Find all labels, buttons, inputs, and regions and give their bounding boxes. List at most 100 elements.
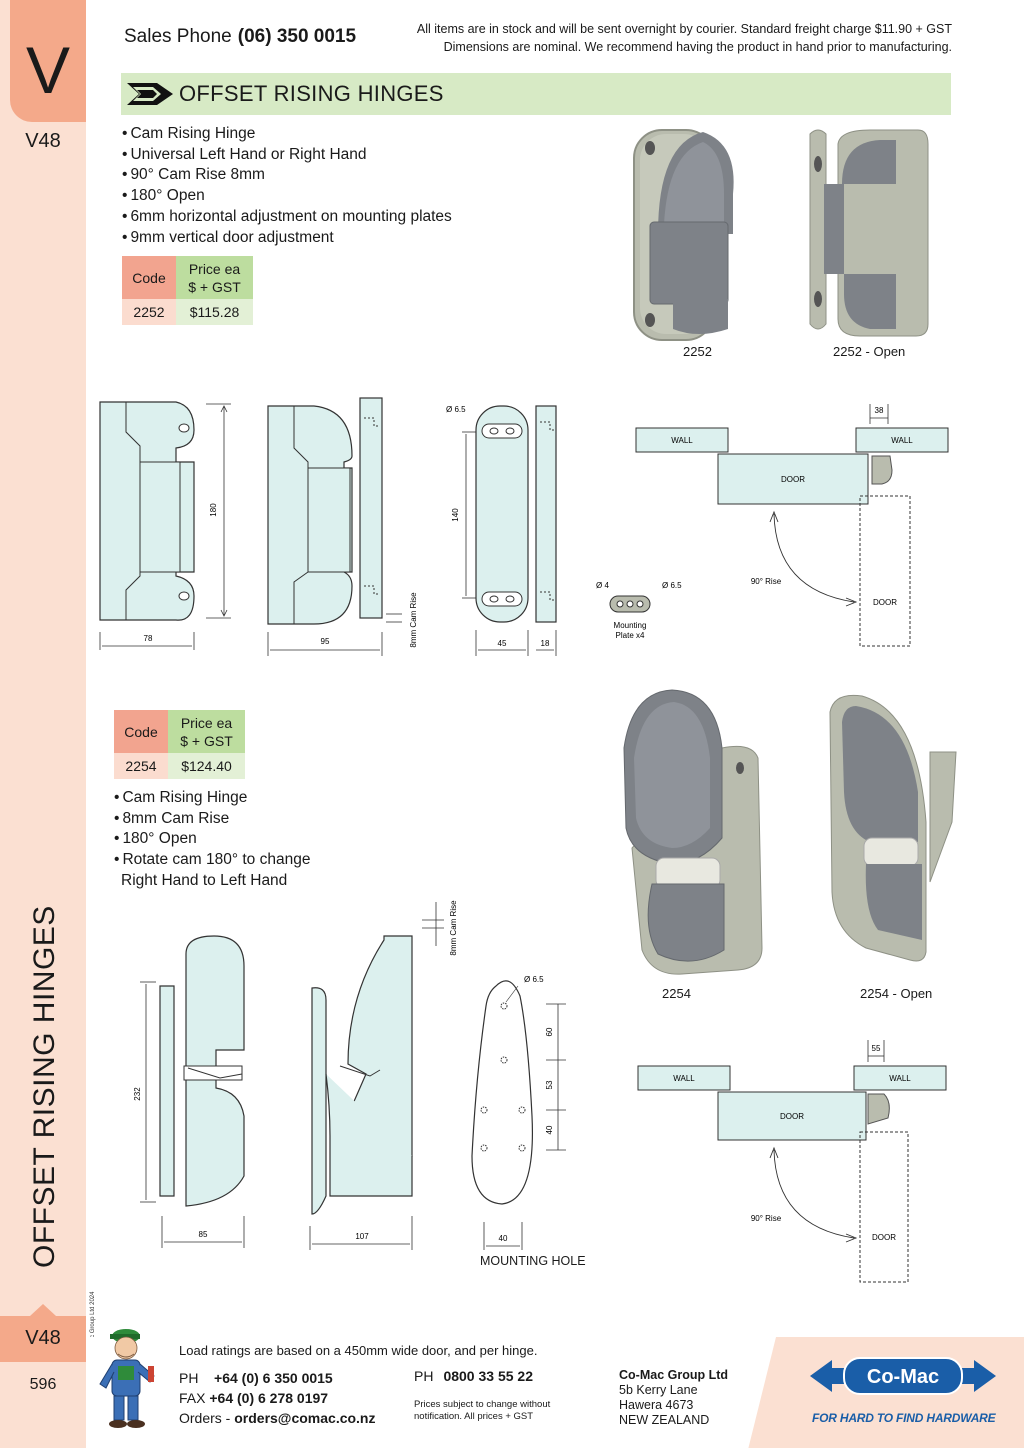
address-line: Hawera 4673 bbox=[619, 1398, 694, 1412]
plate-hole-small: Ø 4 bbox=[596, 581, 609, 590]
dim-label: 40 bbox=[499, 1234, 508, 1243]
address-line: 5b Kerry Lane bbox=[619, 1383, 698, 1397]
dim-label: 53 bbox=[545, 1080, 554, 1089]
dim-label: 18 bbox=[541, 639, 550, 648]
feature-item: 9mm vertical door adjustment bbox=[122, 228, 452, 249]
address-line: NEW ZEALAND bbox=[619, 1413, 710, 1427]
page-ref-bottom: V48 bbox=[25, 1327, 61, 1349]
page-ref-top: V48 bbox=[25, 130, 61, 152]
orders-label: Orders - bbox=[179, 1410, 231, 1426]
dim-label: 60 bbox=[545, 1027, 554, 1036]
fax-number: +64 (0) 6 278 0197 bbox=[209, 1390, 329, 1406]
rise-label: 90° Rise bbox=[751, 577, 782, 586]
hinge-2254-open-photo bbox=[829, 694, 957, 962]
feature-item: Cam Rising Hinge bbox=[114, 788, 310, 809]
sales-phone-number[interactable]: (06) 350 0015 bbox=[237, 26, 357, 47]
freephone-number[interactable]: 0800 33 55 22 bbox=[443, 1368, 533, 1384]
section-title: OFFSET RISING HINGES bbox=[179, 81, 444, 106]
dim-label: 140 bbox=[451, 508, 460, 522]
page-number: 596 bbox=[29, 1376, 57, 1393]
product-1-features: Cam Rising Hinge Universal Left Hand or … bbox=[122, 124, 452, 249]
feature-item: Rotate cam 180° to change bbox=[114, 850, 310, 871]
dim-label: 180 bbox=[209, 503, 218, 517]
hole-dim-label: Ø 6.5 bbox=[446, 405, 466, 414]
prices-note: Prices subject to change without notific… bbox=[414, 1399, 550, 1423]
fax-label: FAX bbox=[179, 1390, 206, 1406]
section-tab: V bbox=[10, 0, 86, 122]
dim-label: 95 bbox=[321, 637, 330, 646]
comac-logo: Co-Mac bbox=[810, 1357, 996, 1395]
offset-dim: 55 bbox=[872, 1044, 881, 1053]
section-letter: V bbox=[25, 33, 71, 107]
product-code: 2252 bbox=[122, 299, 176, 325]
notice-line-2: Dimensions are nominal. We recommend hav… bbox=[443, 40, 952, 54]
price-header: Price ea$ + GST bbox=[168, 710, 245, 753]
vertical-section-title: OFFSET RISING HINGES bbox=[28, 905, 61, 1268]
price-header-line-1: Price ea bbox=[188, 260, 241, 277]
plate-label: Mounting bbox=[614, 621, 647, 630]
hole-dim-label: Ø 6.5 bbox=[524, 975, 544, 984]
logo-text: Co-Mac bbox=[867, 1366, 939, 1388]
price-header: Price ea$ + GST bbox=[176, 256, 253, 299]
notice-line-1: All items are in stock and will be sent … bbox=[416, 22, 952, 36]
dim-label: 40 bbox=[545, 1125, 554, 1134]
mounting-hole-caption: MOUNTING HOLE bbox=[480, 1254, 586, 1268]
product-price: $124.40 bbox=[168, 753, 245, 779]
phone-label: PH bbox=[179, 1370, 199, 1386]
hinge-2254-technical-drawing: 232 85 107 8mm Cam Rise Ø 6.5 60 53 40 4… bbox=[133, 900, 566, 1250]
photo-caption: 2254 bbox=[662, 986, 691, 1001]
rise-label: 90° Rise bbox=[751, 1214, 782, 1223]
dim-label: 85 bbox=[199, 1230, 208, 1239]
freephone-label: PH bbox=[414, 1368, 434, 1384]
price-table-2252: Code Price ea$ + GST 2252 $115.28 bbox=[122, 256, 253, 325]
orders-email[interactable]: orders@comac.co.nz bbox=[234, 1410, 376, 1426]
photo-caption: 2254 - Open bbox=[860, 986, 933, 1001]
sidebar bbox=[0, 0, 86, 1448]
logo-tagline: FOR HARD TO FIND HARDWARE bbox=[812, 1411, 996, 1425]
plate-label: Plate x4 bbox=[616, 631, 645, 640]
plate-hole-large: Ø 6.5 bbox=[662, 581, 682, 590]
price-header-line-1: Price ea bbox=[180, 714, 233, 731]
sales-label: Sales Phone bbox=[124, 26, 232, 47]
company-address: Co-Mac Group Ltd 5b Kerry Lane Hawera 46… bbox=[619, 1368, 728, 1428]
company-name: Co-Mac Group Ltd bbox=[619, 1368, 729, 1382]
offset-dim: 38 bbox=[875, 406, 884, 415]
price-header-line-2: $ + GST bbox=[180, 732, 233, 749]
wall-label: WALL bbox=[671, 436, 693, 445]
wall-label: WALL bbox=[889, 1074, 911, 1083]
prices-note-line-1: Prices subject to change without bbox=[414, 1399, 551, 1410]
door-label: DOOR bbox=[873, 598, 897, 607]
feature-item: 6mm horizontal adjustment on mounting pl… bbox=[122, 207, 451, 228]
product-2-features: Cam Rising Hinge 8mm Cam Rise 180° Open … bbox=[114, 788, 310, 892]
dim-label: 107 bbox=[355, 1232, 369, 1241]
photo-caption: 2252 - Open bbox=[833, 344, 906, 359]
wall-label: WALL bbox=[673, 1074, 695, 1083]
phone-number[interactable]: +64 (0) 6 350 0015 bbox=[214, 1370, 333, 1386]
feature-item: Universal Left Hand or Right Hand bbox=[122, 145, 452, 166]
door-label: DOOR bbox=[781, 475, 805, 484]
photo-caption: 2252 bbox=[683, 344, 712, 359]
sales-phone: Sales Phone(06) 350 0015 bbox=[124, 26, 356, 48]
plan-view-2252: WALL WALL DOOR DOOR 38 90° Rise Ø 4 Ø 6.… bbox=[596, 404, 949, 647]
hinge-2252-open-photo bbox=[809, 129, 929, 337]
door-label: DOOR bbox=[780, 1112, 804, 1121]
section-title-bar: OFFSET RISING HINGES bbox=[121, 73, 951, 115]
feature-item: 180° Open bbox=[114, 829, 310, 850]
feature-item: 180° Open bbox=[122, 186, 452, 207]
cam-rise-label: 8mm Cam Rise bbox=[449, 900, 458, 956]
prices-note-line-2: notification. All prices + GST bbox=[414, 1411, 534, 1422]
hinge-2252-photo bbox=[633, 129, 734, 341]
product-code: 2254 bbox=[114, 753, 168, 779]
dim-label: 78 bbox=[144, 634, 153, 643]
arrow-icon bbox=[127, 83, 173, 105]
mascot-illustration bbox=[99, 1329, 155, 1428]
feature-item: 8mm Cam Rise bbox=[114, 809, 310, 830]
code-header: Code bbox=[122, 256, 176, 299]
price-table-2254: Code Price ea$ + GST 2254 $124.40 bbox=[114, 710, 245, 779]
door-label: DOOR bbox=[872, 1233, 896, 1242]
hinge-2254-photo bbox=[623, 689, 763, 975]
hinge-2252-technical-drawing: 180 78 95 8mm Cam Rise Ø 6.5 140 45 18 bbox=[99, 397, 557, 656]
price-header-line-2: $ + GST bbox=[188, 278, 241, 295]
footer-panel bbox=[86, 1337, 776, 1448]
feature-item: Cam Rising Hinge bbox=[122, 124, 452, 145]
